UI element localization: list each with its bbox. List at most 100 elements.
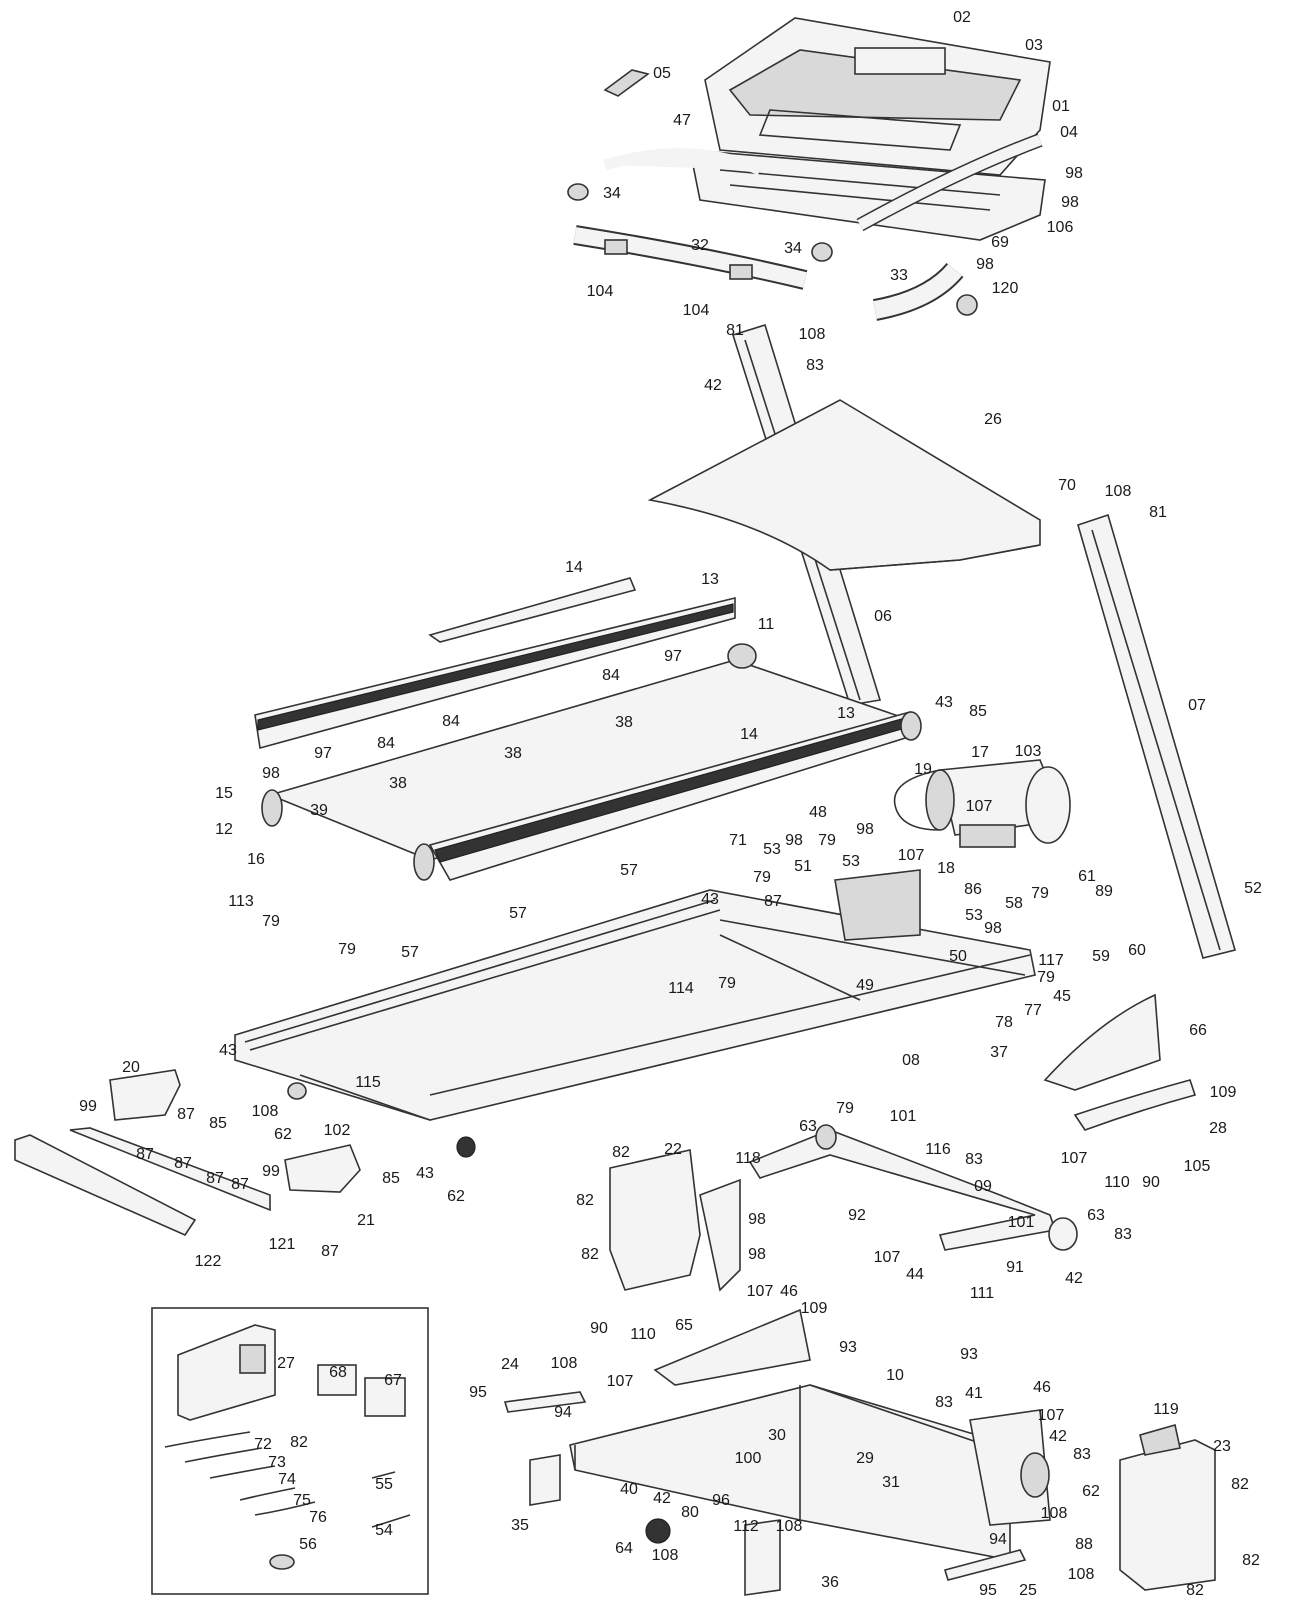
part-callout: 12 — [215, 821, 233, 838]
part-callout: 98 — [856, 821, 874, 838]
part-callout: 87 — [764, 893, 782, 910]
part-callout: 112 — [733, 1518, 759, 1535]
front-end-caps — [14, 1069, 361, 1237]
part-callout: 60 — [1128, 942, 1146, 959]
part-callout: 106 — [1047, 219, 1074, 236]
part-callout: 43 — [416, 1165, 434, 1182]
part-callout: 99 — [262, 1163, 280, 1180]
part-callout: 83 — [935, 1394, 953, 1411]
part-callout: 91 — [1006, 1259, 1024, 1276]
part-callout: 61 — [1078, 868, 1096, 885]
part-callout: 53 — [763, 841, 781, 858]
part-callout: 40 — [620, 1481, 638, 1498]
incline-frame-09 — [748, 1124, 1078, 1251]
part-callout: 94 — [554, 1404, 572, 1421]
part-callout: 55 — [375, 1476, 393, 1493]
part-callout: 85 — [969, 703, 987, 720]
part-callout: 93 — [839, 1339, 857, 1356]
part-callout: 98 — [785, 832, 803, 849]
part-callout: 98 — [976, 256, 994, 273]
part-callout: 17 — [971, 744, 989, 761]
part-callout: 38 — [615, 714, 633, 731]
part-callout: 42 — [1049, 1428, 1067, 1445]
part-callout: 68 — [329, 1364, 347, 1381]
part-callout: 72 — [254, 1436, 272, 1453]
part-callout: 63 — [1087, 1207, 1105, 1224]
part-callout: 100 — [735, 1450, 762, 1467]
part-callout: 58 — [1005, 895, 1023, 912]
part-callout: 83 — [965, 1151, 983, 1168]
part-callout: 93 — [960, 1346, 978, 1363]
electronics-inset — [151, 1307, 429, 1595]
part-callout: 107 — [874, 1249, 901, 1266]
part-callout: 29 — [856, 1450, 874, 1467]
part-callout: 83 — [1073, 1446, 1091, 1463]
part-callout: 42 — [653, 1490, 671, 1507]
part-callout: 41 — [965, 1385, 983, 1402]
part-callout: 21 — [357, 1212, 375, 1229]
part-callout: 25 — [1019, 1582, 1037, 1599]
part-callout: 83 — [1114, 1226, 1132, 1243]
part-callout: 14 — [740, 726, 758, 743]
part-callout: 47 — [673, 112, 691, 129]
part-callout: 46 — [780, 1283, 798, 1300]
part-callout: 15 — [215, 785, 233, 802]
part-callout: 107 — [898, 847, 925, 864]
part-callout: 30 — [768, 1427, 786, 1444]
part-callout: 57 — [401, 944, 419, 961]
part-callout: 79 — [1031, 885, 1049, 902]
part-callout: 110 — [630, 1326, 656, 1343]
part-callout: 42 — [704, 377, 722, 394]
base-frame-10 — [503, 1308, 1051, 1596]
part-callout: 84 — [377, 735, 395, 752]
part-callout: 122 — [195, 1253, 222, 1270]
part-callout: 16 — [247, 851, 265, 868]
part-callout: 59 — [1092, 948, 1110, 965]
part-callout: 03 — [1025, 37, 1043, 54]
part-callout: 104 — [683, 302, 710, 319]
part-callout: 104 — [587, 283, 614, 300]
part-callout: 121 — [269, 1236, 296, 1253]
part-callout: 118 — [735, 1150, 761, 1167]
rear-guards — [1043, 993, 1197, 1131]
part-callout: 101 — [1008, 1214, 1035, 1231]
part-callout: 95 — [979, 1582, 997, 1599]
part-callout: 71 — [729, 832, 747, 849]
part-callout: 80 — [681, 1504, 699, 1521]
part-callout: 98 — [984, 920, 1002, 937]
part-callout: 107 — [607, 1373, 634, 1390]
part-callout: 43 — [701, 891, 719, 908]
part-callout: 69 — [991, 234, 1009, 251]
part-callout: 87 — [136, 1146, 154, 1163]
part-callout: 107 — [1061, 1150, 1088, 1167]
part-callout: 14 — [565, 559, 583, 576]
part-callout: 86 — [964, 881, 982, 898]
part-callout: 115 — [355, 1074, 381, 1091]
part-callout: 43 — [935, 694, 953, 711]
part-callout: 63 — [799, 1118, 817, 1135]
part-callout: 76 — [309, 1509, 327, 1526]
part-callout: 51 — [794, 858, 812, 875]
part-callout: 11 — [758, 616, 775, 633]
part-callout: 79 — [753, 869, 771, 886]
part-callout: 87 — [231, 1176, 249, 1193]
part-callout: 98 — [1065, 165, 1083, 182]
part-callout: 119 — [1153, 1401, 1179, 1418]
part-callout: 87 — [174, 1155, 192, 1172]
part-callout: 101 — [890, 1108, 917, 1125]
part-callout: 35 — [511, 1517, 529, 1534]
part-callout: 74 — [278, 1471, 296, 1488]
part-callout: 52 — [1244, 880, 1262, 897]
part-callout: 108 — [799, 326, 826, 343]
part-callout: 82 — [581, 1246, 599, 1263]
part-callout: 65 — [675, 1317, 693, 1334]
part-callout: 82 — [576, 1192, 594, 1209]
part-callout: 79 — [836, 1100, 854, 1117]
part-callout: 109 — [801, 1300, 828, 1317]
part-callout: 20 — [122, 1059, 140, 1076]
part-callout: 77 — [1024, 1002, 1042, 1019]
main-frame-08 — [234, 869, 1036, 1158]
part-callout: 79 — [818, 832, 836, 849]
